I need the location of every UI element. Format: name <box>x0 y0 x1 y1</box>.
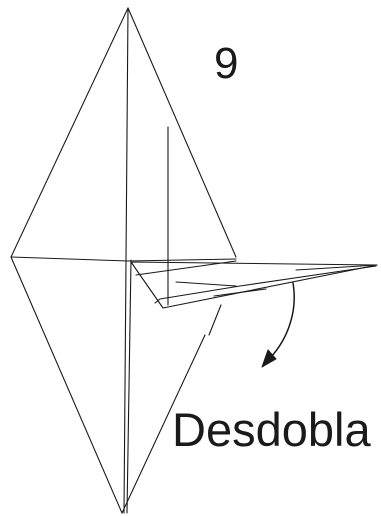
horizontal-crease <box>10 256 129 262</box>
upper-right-outline-edge <box>127 7 237 258</box>
arrow-head <box>261 349 277 368</box>
flap-inner-layer <box>213 288 267 297</box>
flap-inner-fold <box>175 281 237 287</box>
center-vertical-crease-2 <box>126 259 132 514</box>
flap-crease-top <box>135 260 237 276</box>
center-creases <box>10 7 237 514</box>
instruction-text: Desdobla <box>172 403 371 456</box>
right-flap-edge <box>208 304 222 336</box>
flap-lower-fold <box>154 265 377 304</box>
arrow-curve <box>269 282 295 359</box>
flap-tip-upper <box>295 264 378 271</box>
flap-outline <box>130 261 378 309</box>
horizontal-crease-right <box>127 258 237 262</box>
right-flap <box>130 260 378 309</box>
lower-right-outline-edge <box>121 334 206 514</box>
step-number: 9 <box>214 39 239 88</box>
unfold-arrow <box>261 282 295 368</box>
